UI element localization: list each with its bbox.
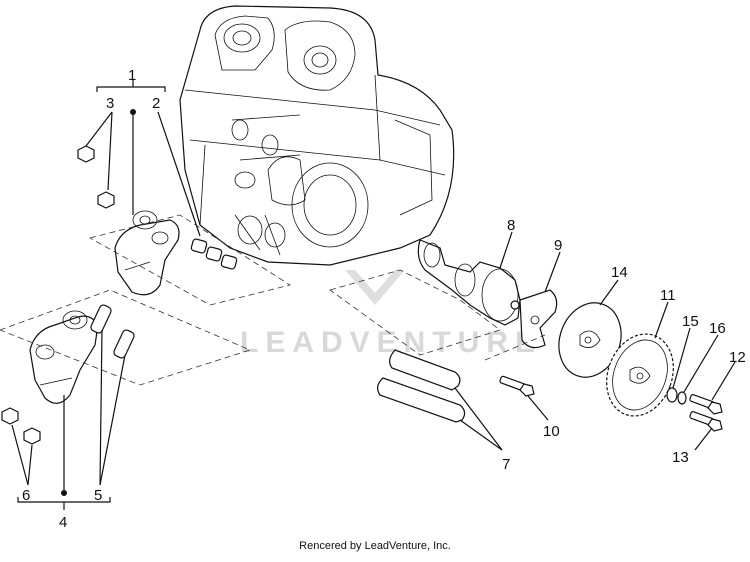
cylinder-head [179,5,455,266]
callout-5: 5 [94,487,102,504]
washers [666,387,687,405]
callout-11: 11 [660,287,676,304]
callouts: 1 2 3 4 5 6 7 8 9 10 11 12 13 14 15 16 [22,67,746,531]
callout-6: 6 [22,487,30,504]
watermark-logo-icon [345,270,405,305]
callout-12: 12 [729,349,746,366]
callout-2: 2 [152,95,160,112]
callout-16: 16 [709,320,726,337]
nuts-lower [1,407,41,445]
callout-8: 8 [507,217,515,234]
shafts [377,349,466,423]
callout-7: 7 [502,456,510,473]
callout-3: 3 [106,95,114,112]
rocker-arm-upper [114,210,180,296]
bolt-10 [499,375,535,397]
footer-credit: Rencered by LeadVenture, Inc. [299,540,451,552]
bolts-12-13 [689,394,723,432]
valve-adjusters [190,238,238,270]
callout-14: 14 [611,264,628,281]
leader-lines [11,80,736,510]
callout-4: 4 [59,514,67,531]
camshaft [417,239,521,326]
rocker-arm-lower [29,310,99,404]
decomp-plate [519,289,558,349]
cam-sprocket [606,333,674,417]
callout-15: 15 [682,313,699,330]
callout-1: 1 [128,67,136,84]
callout-9: 9 [554,237,562,254]
assembly-dashes [0,214,546,386]
callout-10: 10 [543,423,560,440]
rocker-pins [90,304,135,359]
callout-13: 13 [672,449,689,466]
